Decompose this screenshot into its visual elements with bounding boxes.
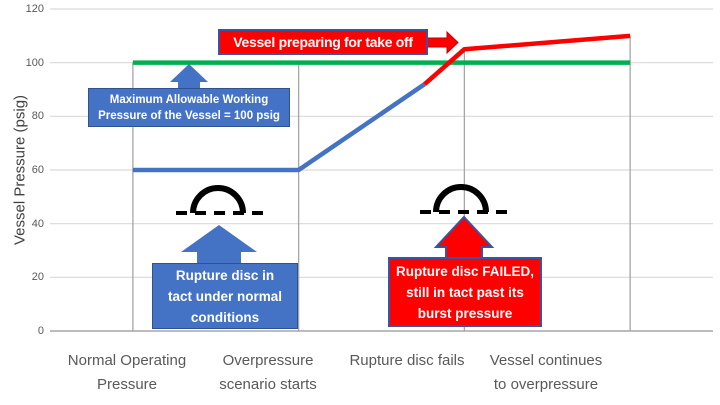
y-tick-label: 60 [31, 164, 44, 176]
series-line-2 [423, 33, 631, 86]
rupture-disc-symbol-failed [420, 184, 513, 214]
y-tick-label: 0 [37, 325, 44, 337]
y-tick-label: 20 [31, 271, 44, 283]
rupture-disc-dome-icon [433, 184, 489, 213]
mawp-callout: Maximum Allowable Working Pressure of th… [88, 88, 290, 127]
y-tick-label: 80 [31, 110, 44, 122]
x-category-label: Overpressure scenario starts [219, 352, 317, 393]
x-category-label: Rupture disc fails [349, 352, 465, 369]
rupture-disc-dome-icon [190, 185, 246, 214]
x-category-label: Normal Operating Pressure [67, 352, 187, 393]
takeoff-callout: Vessel preparing for take off [218, 29, 428, 55]
series-layer [132, 33, 631, 173]
mawp-up-arrow-icon [170, 64, 208, 89]
disc-failed-callout: Rupture disc FAILED, still in tact past … [388, 257, 542, 327]
y-tick-label: 100 [25, 57, 44, 69]
y-tick-label: 40 [31, 218, 44, 230]
series-line-1 [132, 82, 426, 173]
takeoff-right-arrow-icon [426, 30, 459, 55]
disc-intact-callout: Rupture disc in tact under normal condit… [152, 263, 298, 329]
x-category-label: Vessel continues to overpressure [489, 352, 603, 393]
disc-intact-up-arrow-icon [181, 225, 257, 264]
rupture-disc-symbol-intact [176, 185, 268, 215]
y-tick-label: 120 [25, 3, 44, 15]
